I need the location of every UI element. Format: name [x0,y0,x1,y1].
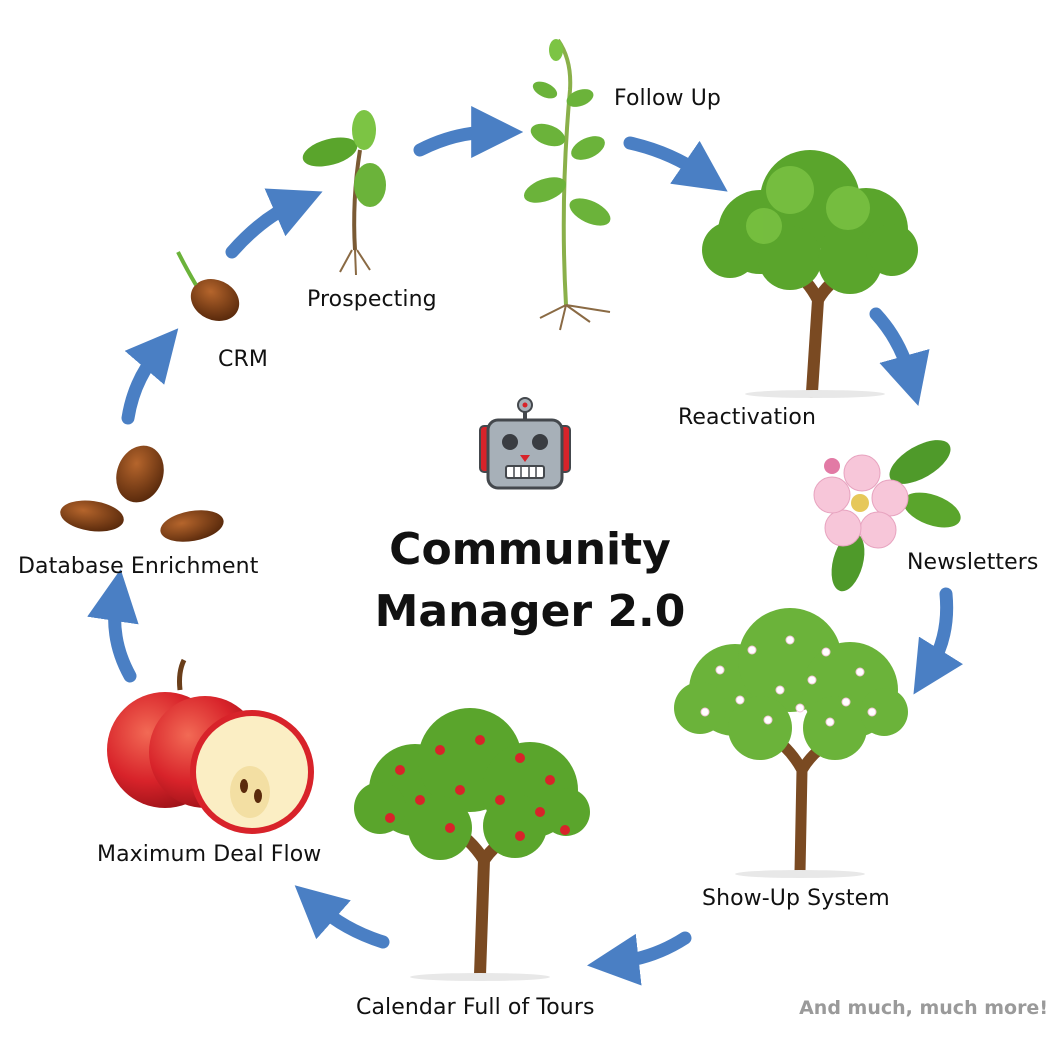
stage-label-database-enrichment: Database Enrichment [18,554,259,579]
apple-blossom-icon [813,440,961,592]
stage-label-follow-up: Follow Up [614,86,721,111]
robot-icon [479,397,571,490]
seedling-icon [302,110,386,276]
stage-label-reactivation: Reactivation [678,405,816,430]
seed-sprouting-icon [176,251,240,321]
arrow-showup-to-calendar [586,931,692,986]
center-title-line2: Manager 2.0 [374,586,686,637]
stage-label-maximum-deal-flow: Maximum Deal Flow [97,842,322,867]
arrow-reactivation-to-newsletters [869,307,930,407]
arrow-database-to-crm [121,328,179,425]
young-plant-icon [523,38,611,331]
arrow-dealflow-to-database [87,569,139,683]
seeds-icon [60,445,224,542]
center-title-line1: Community [389,524,671,575]
arrow-crm-to-prospecting [225,188,323,259]
arrow-prospecting-to-followup [413,106,524,159]
stage-label-crm: CRM [218,347,268,372]
apple-icon [107,658,314,834]
stage-label-newsletters: Newsletters [907,550,1039,575]
arrow-calendar-to-dealflow [294,885,390,949]
flowering-tree-icon [674,608,908,878]
stage-label-prospecting: Prospecting [307,287,437,312]
fruit-tree-icon [354,708,590,981]
cycle-arrows [87,106,964,986]
stage-label-show-up-system: Show-Up System [702,886,890,911]
stage-label-calendar-full-of-tours: Calendar Full of Tours [356,995,595,1020]
arrow-followup-to-reactivation [623,136,728,192]
footer-note: And much, much more! [799,997,1048,1019]
arrow-newsletters-to-showup [913,587,964,695]
tree-icon [702,150,918,398]
